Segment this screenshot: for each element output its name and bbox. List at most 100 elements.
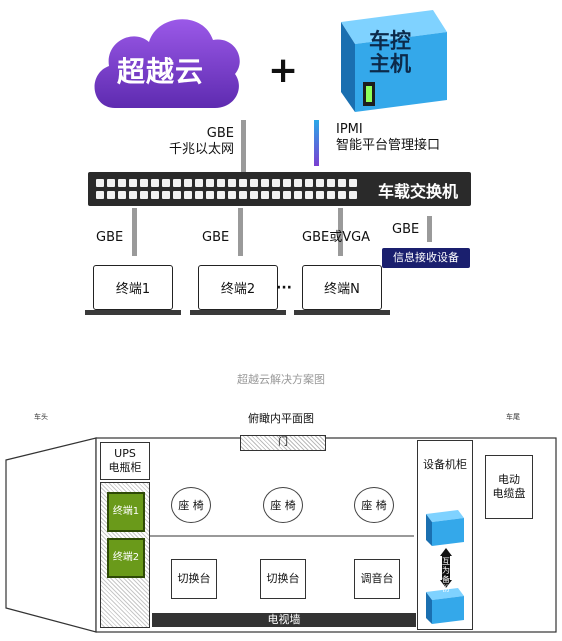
switch-port (327, 191, 335, 199)
gbe-top-line1: GBE (206, 126, 234, 141)
switch-port (338, 179, 346, 187)
cable-reel: 电动 电缆盘 (485, 455, 533, 519)
switch-port (305, 191, 313, 199)
switch-port (140, 191, 148, 199)
terminal-n-screen: 终端N (302, 265, 382, 310)
gbe-top-line2: 千兆以太网 (168, 142, 234, 157)
switch-port (338, 191, 346, 199)
door: 门 (240, 435, 326, 451)
termN-link-line (338, 208, 343, 256)
switch-port (272, 179, 280, 187)
receiver-link-line (427, 216, 432, 242)
host-label: 车控 主机 (355, 30, 425, 76)
switch-port (305, 179, 313, 187)
cloud-label: 超越云 (117, 55, 205, 88)
switch-port (250, 191, 258, 199)
terminal-2-unit: 终端2 (107, 538, 145, 578)
switch-port (96, 191, 104, 199)
switch-port (184, 191, 192, 199)
floorplan-title: 俯瞰内平面图 (248, 412, 314, 425)
switch-port (316, 191, 324, 199)
switch-port (217, 191, 225, 199)
switch-port (118, 179, 126, 187)
terminal-n: 终端N (294, 265, 390, 315)
ipmi-label: IPMI 智能平台管理接口 (336, 122, 440, 154)
switch-port (151, 191, 159, 199)
ipmi-link-line (314, 120, 319, 166)
switch-port (294, 179, 302, 187)
switch-port (96, 179, 104, 187)
switch-label: 车载交换机 (378, 182, 459, 201)
switch-port (294, 191, 302, 199)
terminal-2-screen: 终端2 (198, 265, 278, 310)
switch-port (239, 179, 247, 187)
gbe-top-label: GBE 千兆以太网 (168, 126, 234, 158)
plus-sign: + (268, 50, 299, 91)
term2-link-line (238, 208, 243, 256)
switch-port (129, 179, 137, 187)
term1-link-label: GBE (96, 230, 124, 245)
switch-port (228, 179, 236, 187)
receiver-device: 信息接收设备 (382, 248, 470, 268)
terminal-1-screen: 终端1 (93, 265, 173, 310)
switch-port (151, 179, 159, 187)
switch-port (217, 179, 225, 187)
switch-port (107, 191, 115, 199)
switch-port (129, 191, 137, 199)
switch-port (327, 179, 335, 187)
rear-label: 车尾 (506, 413, 520, 421)
switch-port (173, 179, 181, 187)
switch-port (173, 191, 181, 199)
term2-link-label: GBE (202, 230, 230, 245)
audio-console: 调音台 (354, 559, 400, 599)
backup-hosts-icon (426, 510, 464, 624)
switch-port (184, 179, 192, 187)
switch-port (349, 191, 357, 199)
receiver-link-label: GBE (392, 222, 420, 237)
terminal-2-base (190, 310, 286, 315)
gbe-link-line (241, 120, 246, 172)
terminal-1-unit: 终端1 (107, 492, 145, 532)
switch-port (118, 191, 126, 199)
switch-port (195, 179, 203, 187)
terminal-1-base (85, 310, 181, 315)
switcher-console-2: 切换台 (260, 559, 306, 599)
terminal-n-base (294, 310, 390, 315)
switch-port (316, 179, 324, 187)
vehicle-outline (5, 437, 557, 633)
host-box-icon (341, 10, 447, 112)
host-label-line1: 车控 (369, 29, 411, 53)
switch-port (162, 191, 170, 199)
equipment-cabinet-label: 设备机柜 (423, 458, 467, 471)
terminal-1: 终端1 (85, 265, 181, 315)
switch-port (107, 179, 115, 187)
ipmi-line1: IPMI (336, 122, 363, 137)
host-label-line2: 主机 (369, 52, 411, 76)
switch-port (250, 179, 258, 187)
term1-link-line (132, 208, 137, 256)
seat-2: 座 椅 (263, 487, 303, 523)
switch-port (206, 191, 214, 199)
terminal-2: 终端2 (190, 265, 286, 315)
switch-port (206, 179, 214, 187)
cloud-shape (94, 19, 240, 108)
termN-link-label: GBE或VGA (302, 230, 371, 245)
switcher-console-1: 切换台 (171, 559, 217, 599)
tv-wall: 电视墙 (152, 613, 416, 627)
switch-ports (96, 177, 366, 201)
switch-port (283, 179, 291, 187)
front-label: 车头 (34, 413, 48, 421)
switch-port (228, 191, 236, 199)
switch-port (162, 179, 170, 187)
seat-1: 座 椅 (171, 487, 211, 523)
vehicle-switch: 车载交换机 (88, 172, 471, 206)
switch-port (239, 191, 247, 199)
diagram-caption: 超越云解决方案图 (237, 373, 325, 386)
switch-port (140, 179, 148, 187)
backup-label: 互为备份 (442, 557, 450, 593)
terminal-ellipsis: ··· (276, 280, 292, 296)
switch-port (195, 191, 203, 199)
switch-port (261, 191, 269, 199)
ups-cabinet: UPS 电瓶柜 (100, 442, 150, 480)
switch-port (283, 191, 291, 199)
